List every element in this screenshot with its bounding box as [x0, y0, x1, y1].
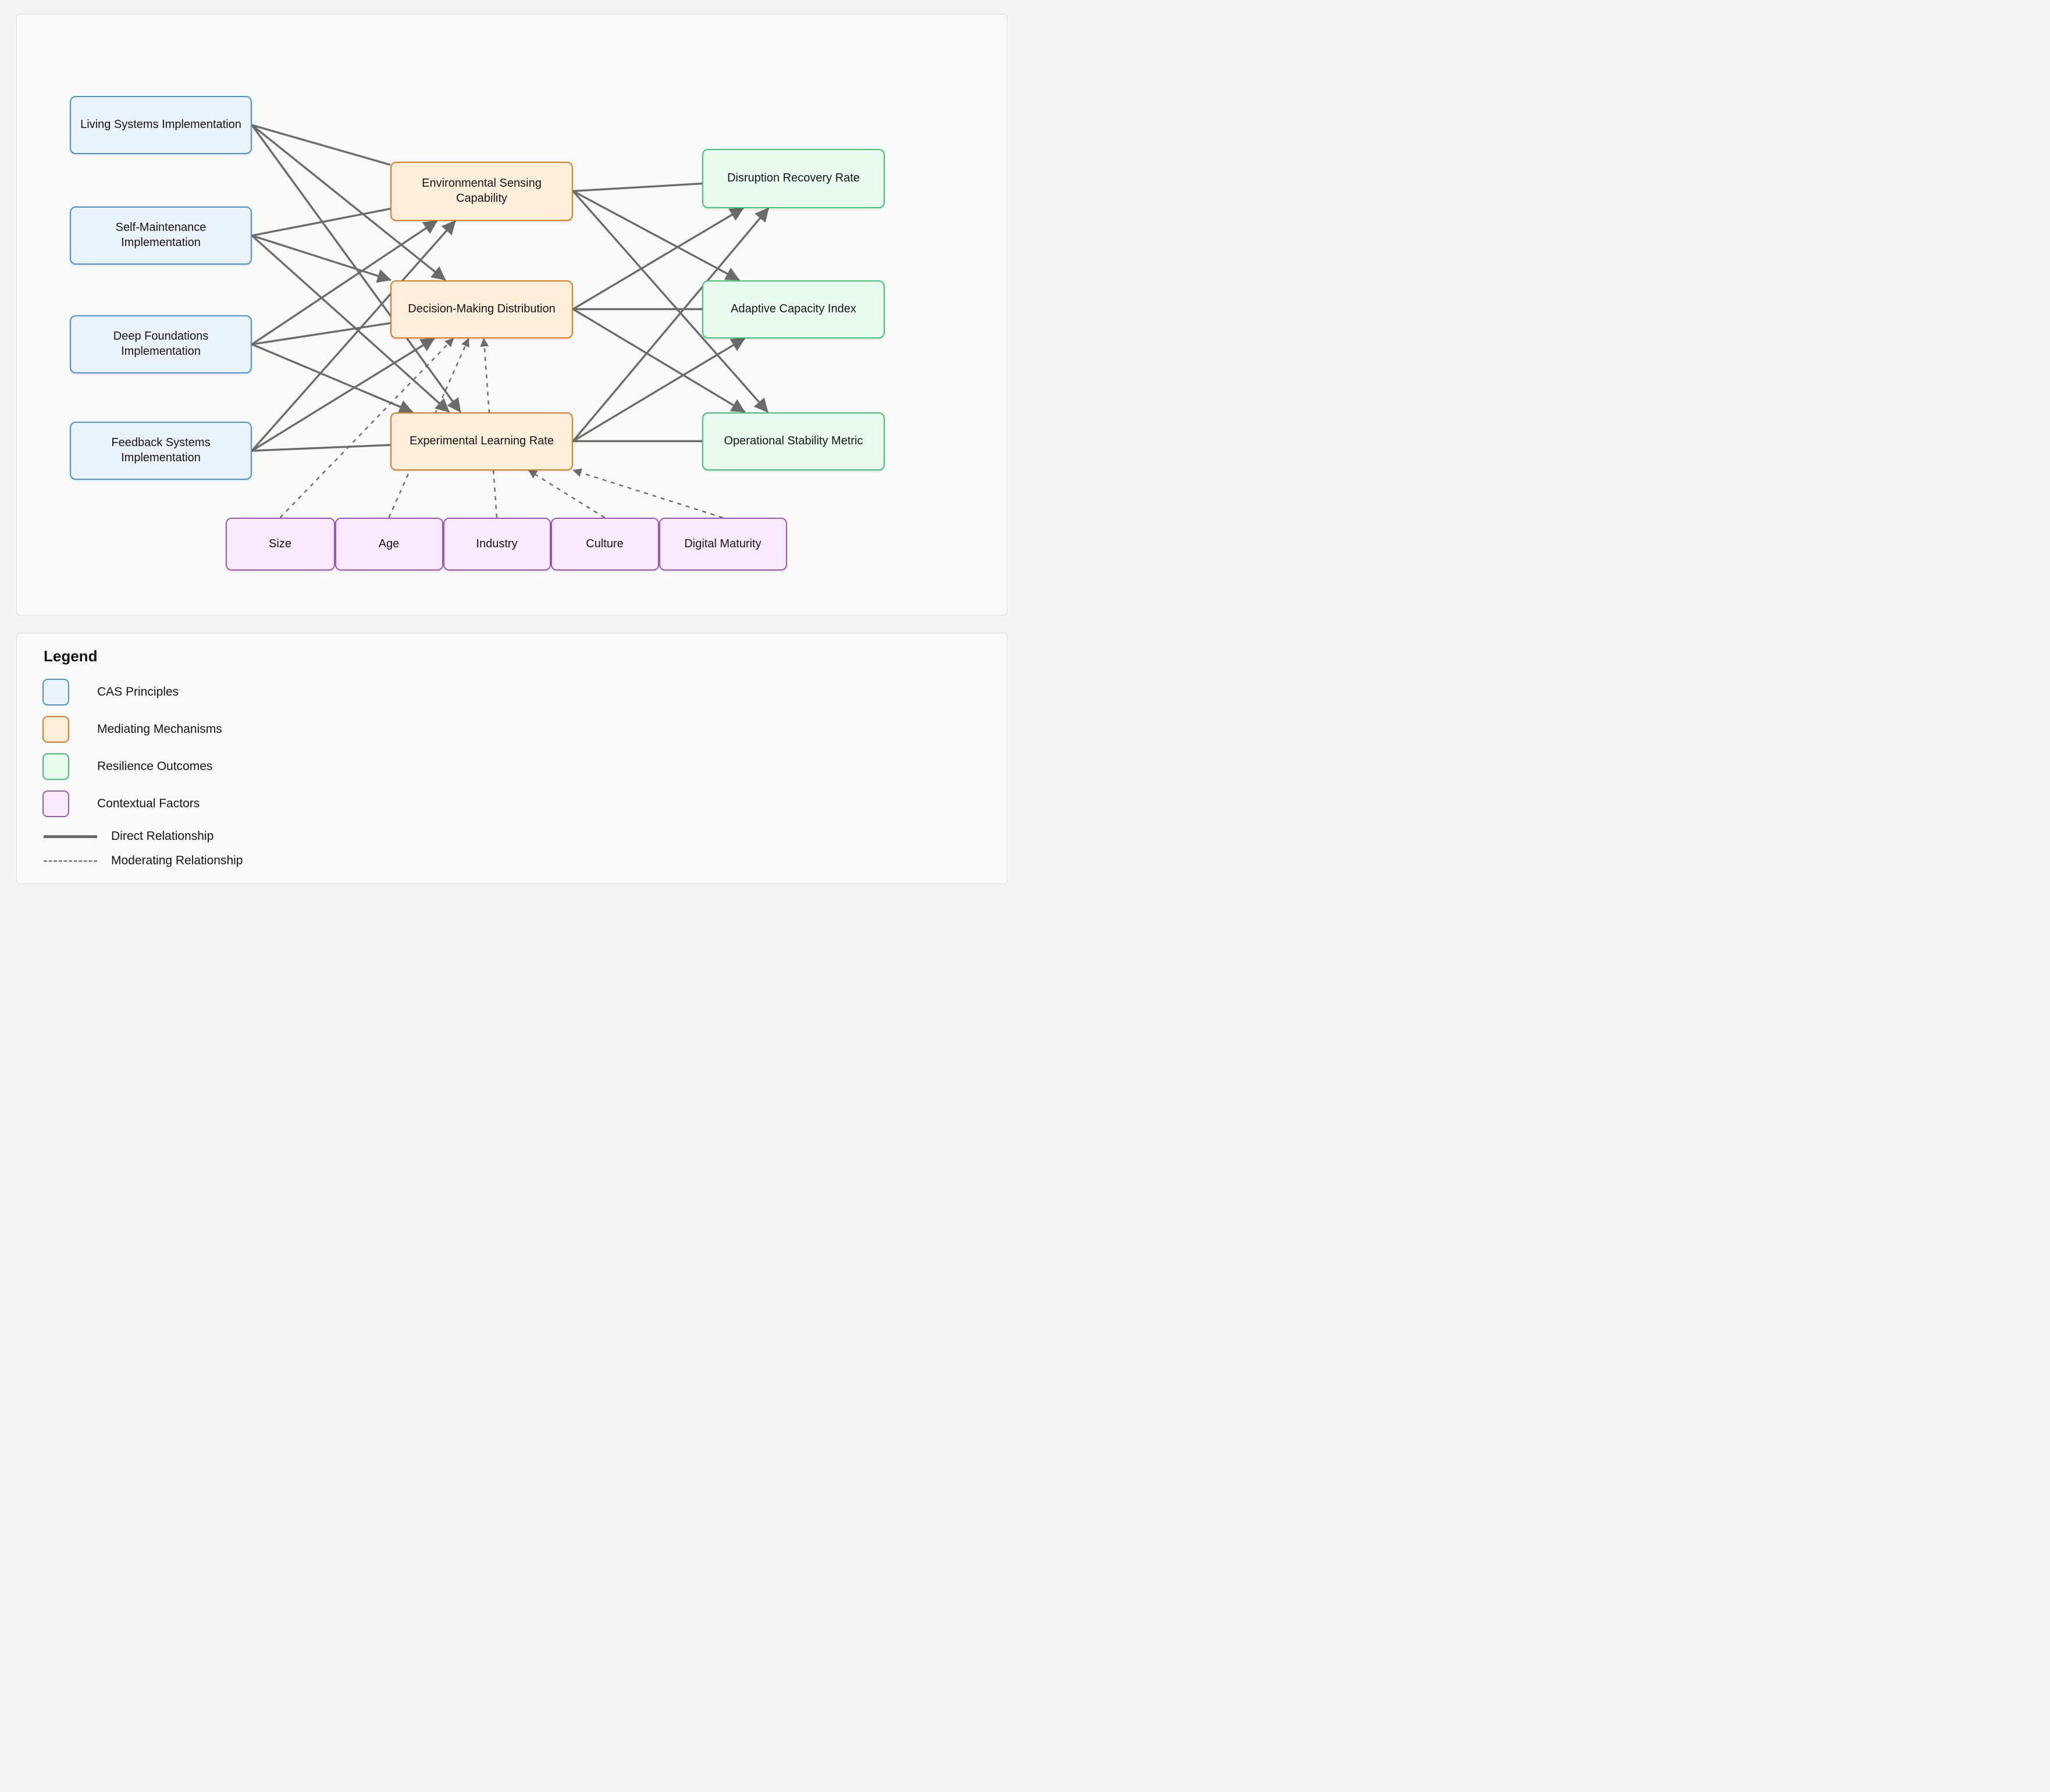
- legend-item-label: Resilience Outcomes: [97, 760, 213, 773]
- legend-item-mediating-mechanisms: Mediating Mechanisms: [42, 715, 1007, 743]
- node-aci: Adaptive Capacity Index: [702, 280, 885, 339]
- legend-item-label: CAS Principles: [97, 685, 179, 699]
- node-digital: Digital Maturity: [659, 518, 787, 571]
- node-industry: Industry: [443, 518, 551, 571]
- node-esc: Environmental Sensing Capability: [390, 161, 573, 221]
- node-df: Deep Foundations Implementation: [70, 315, 252, 373]
- legend-panel: Legend CAS Principles Mediating Mechanis…: [16, 633, 1008, 884]
- node-age: Age: [334, 518, 443, 571]
- resilience-outcomes-swatch: [42, 753, 69, 780]
- legend-item-moderating-relationship: Moderating Relationship: [42, 852, 1007, 870]
- legend-item-label: Moderating Relationship: [111, 854, 243, 867]
- node-size: Size: [225, 518, 335, 571]
- legend-item-resilience-outcomes: Resilience Outcomes: [42, 753, 1007, 781]
- node-ls: Living Systems Implementation: [70, 96, 252, 154]
- legend-item-label: Contextual Factors: [97, 797, 200, 810]
- legend-item-label: Mediating Mechanisms: [97, 722, 222, 736]
- contextual-factors-swatch: [42, 790, 69, 817]
- node-osm: Operational Stability Metric: [702, 412, 885, 471]
- node-elr: Experimental Learning Rate: [390, 412, 573, 471]
- direct-relationship-line-sample: [44, 835, 97, 838]
- node-drr: Disruption Recovery Rate: [702, 148, 885, 208]
- cas-principles-swatch: [42, 679, 69, 706]
- mediating-mechanisms-swatch: [42, 716, 69, 743]
- moderating-relationship-line-sample: [44, 860, 97, 862]
- legend-item-cas-principles: CAS Principles: [42, 678, 1007, 706]
- legend-item-direct-relationship: Direct Relationship: [42, 827, 1007, 846]
- legend-title: Legend: [44, 647, 98, 665]
- legend-item-contextual-factors: Contextual Factors: [42, 790, 1007, 818]
- node-culture: Culture: [550, 518, 659, 571]
- node-dmd: Decision-Making Distribution: [390, 280, 573, 339]
- legend-item-label: Direct Relationship: [111, 829, 214, 843]
- node-sm: Self-Maintenance Implementation: [70, 206, 252, 265]
- node-fs: Feedback Systems Implementation: [70, 422, 252, 480]
